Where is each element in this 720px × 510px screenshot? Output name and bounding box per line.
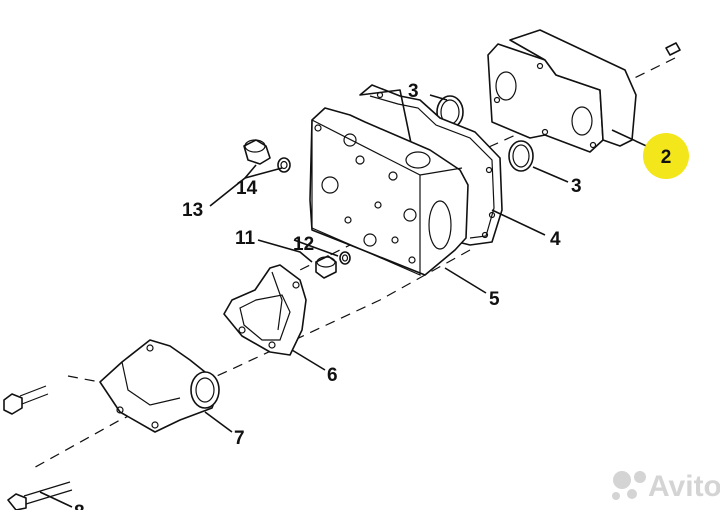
part-14-washer [277, 157, 291, 173]
part-11-plug [315, 255, 337, 279]
callout-3-lower: 3 [571, 176, 582, 197]
part-bolt-top [665, 42, 681, 56]
callout-13: 13 [182, 200, 203, 221]
callout-2-highlight [643, 133, 689, 179]
callout-4: 4 [550, 229, 561, 250]
part-13-plug [243, 139, 271, 165]
callout-12: 12 [293, 234, 314, 255]
part-12-washer [339, 251, 351, 265]
callout-5: 5 [489, 289, 500, 310]
callout-3-upper: 3 [408, 81, 419, 102]
callout-labels: 2 3 3 4 5 6 7 8 11 12 13 14 [74, 81, 671, 510]
callout-2: 2 [661, 147, 672, 168]
watermark-brand: Avito [648, 470, 720, 503]
part-bolt-left [3, 385, 49, 415]
callout-6: 6 [327, 365, 338, 386]
callout-11: 11 [235, 228, 256, 249]
part-5-housing [309, 107, 469, 276]
watermark: Avito [612, 470, 720, 503]
part-8-long-bolt [7, 481, 73, 510]
part-7-elbow [99, 339, 220, 433]
callout-8: 8 [74, 502, 85, 510]
avito-dots-icon [612, 471, 646, 500]
part-3-o-ring-lower [508, 140, 534, 172]
callout-7: 7 [234, 428, 245, 449]
part-2-oil-cooler [487, 29, 637, 153]
callout-14: 14 [236, 178, 258, 199]
part-6-bracket [223, 264, 307, 356]
